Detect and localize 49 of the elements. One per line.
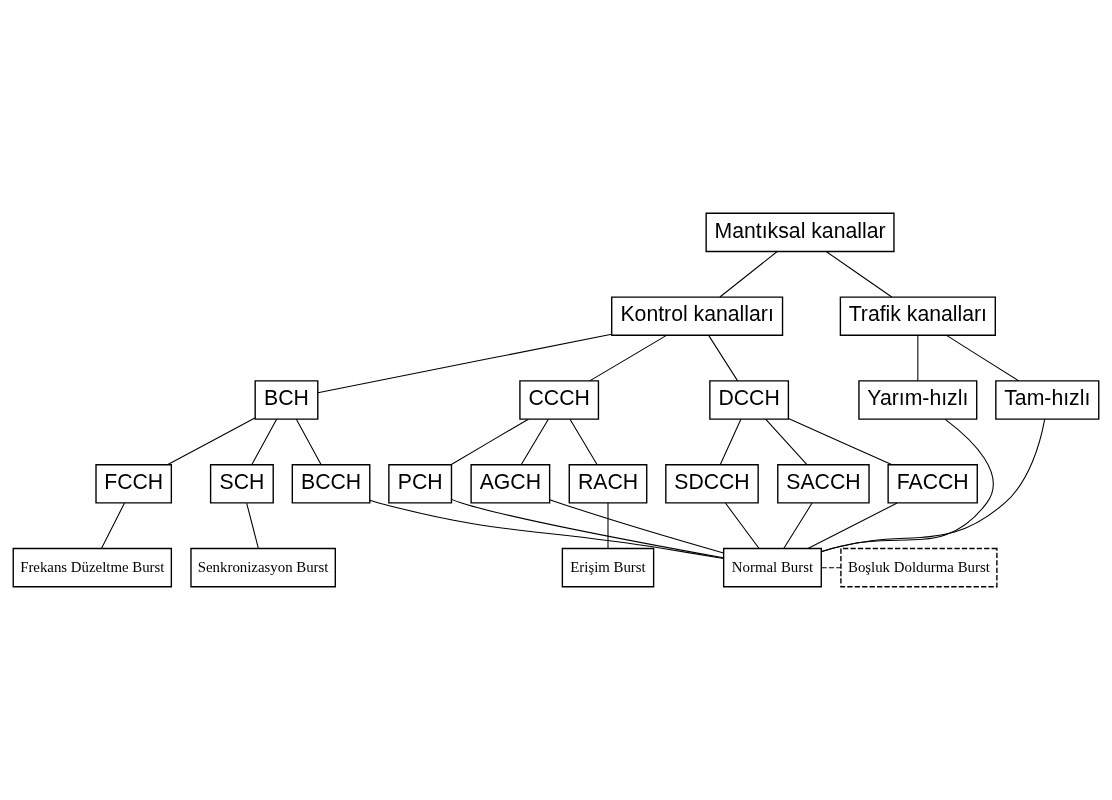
node-box: FCCH [95,464,173,504]
node-box: BCH [254,380,319,420]
connector [783,502,813,550]
node-box: Senkronizasyon Burst [190,547,336,588]
connector [607,502,609,550]
node-box: Erişim Burst [561,547,655,588]
connector [317,333,613,394]
node-box: Frekans Düzeltme Burst [12,547,173,588]
connector [451,498,724,559]
node-box: SCH [209,464,274,504]
connector [246,502,259,550]
connector [100,502,125,550]
node-box: FACCH [887,464,978,504]
node-box: PCH [388,464,453,504]
connector [166,417,256,466]
connector [765,418,808,466]
connector [251,418,278,466]
connector [820,567,842,569]
node-box: RACH [568,464,648,504]
node-box: Normal Burst [722,547,822,588]
connector [820,418,1046,553]
connector [917,334,919,382]
connector [807,502,898,550]
node-box: Mantıksal kanallar [705,212,895,253]
connector [787,418,893,466]
connector [369,499,725,559]
node-box: AGCH [470,464,551,504]
connector [295,418,322,466]
node-box: Trafik kanalları [839,296,996,336]
node-box: Tam-hızlı [995,380,1100,420]
connector [825,251,893,298]
connector [719,418,742,466]
connector [724,502,760,550]
connector [589,334,668,382]
node-box: DCCH [709,380,790,420]
node-box: SACCH [777,464,870,504]
connector [946,334,1020,382]
node-box: SDCCH [665,464,759,504]
connector [719,251,778,298]
connector [450,418,529,466]
node-box: CCCH [519,380,600,420]
connector [549,499,724,554]
node-box: Boşluk Doldurma Burst [840,547,998,588]
node-box: BCCH [291,464,371,504]
node-box: Kontrol kanalları [611,296,784,336]
connector [708,334,739,382]
connector [569,418,598,466]
connector [520,418,549,466]
node-box: Yarım-hızlı [858,380,978,420]
